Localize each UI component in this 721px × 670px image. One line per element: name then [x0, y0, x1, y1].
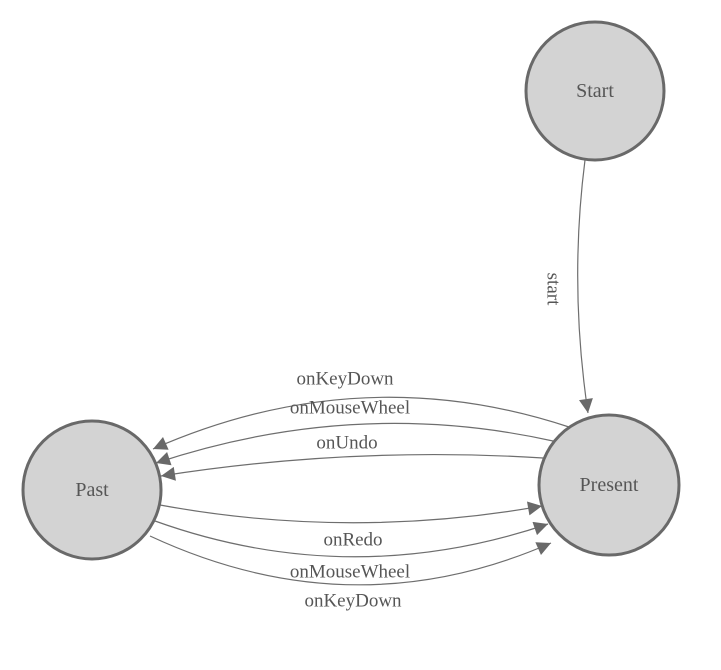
edge-past-to-present-onmousewheel	[154, 520, 549, 558]
edge-present-to-past-onmousewheel	[155, 422, 554, 466]
node-past-circle[interactable]	[21, 419, 163, 561]
edge-present-to-past-onundo	[160, 453, 544, 481]
edge-label-group: start onKeyDown onMouseWheel onUndo onRe…	[290, 273, 564, 612]
node-start[interactable]: Start	[524, 20, 666, 162]
edge-label-onkeydown-bottom: onKeyDown	[304, 591, 402, 612]
edge-group	[149, 159, 593, 586]
node-present-circle[interactable]	[537, 413, 681, 557]
edge-start-to-present	[577, 159, 593, 414]
node-past[interactable]: Past	[21, 419, 163, 561]
edge-label-start: start	[543, 273, 564, 306]
node-present-label: Present	[580, 474, 639, 496]
edge-past-to-present-onkeydown	[149, 535, 552, 586]
edge-label-onmousewheel-bottom: onMouseWheel	[290, 562, 410, 583]
node-past-label: Past	[75, 479, 109, 501]
edge-label-onmousewheel-top: onMouseWheel	[290, 398, 410, 419]
node-present[interactable]: Present	[537, 413, 681, 557]
edge-past-to-present-onredo	[159, 501, 543, 524]
edge-label-onkeydown-top: onKeyDown	[296, 369, 394, 390]
edge-label-onredo: onRedo	[323, 530, 382, 551]
edge-label-onundo: onUndo	[316, 433, 377, 454]
node-start-label: Start	[576, 80, 614, 102]
node-start-circle[interactable]	[524, 20, 666, 162]
edge-present-to-past-onkeydown	[152, 396, 570, 450]
